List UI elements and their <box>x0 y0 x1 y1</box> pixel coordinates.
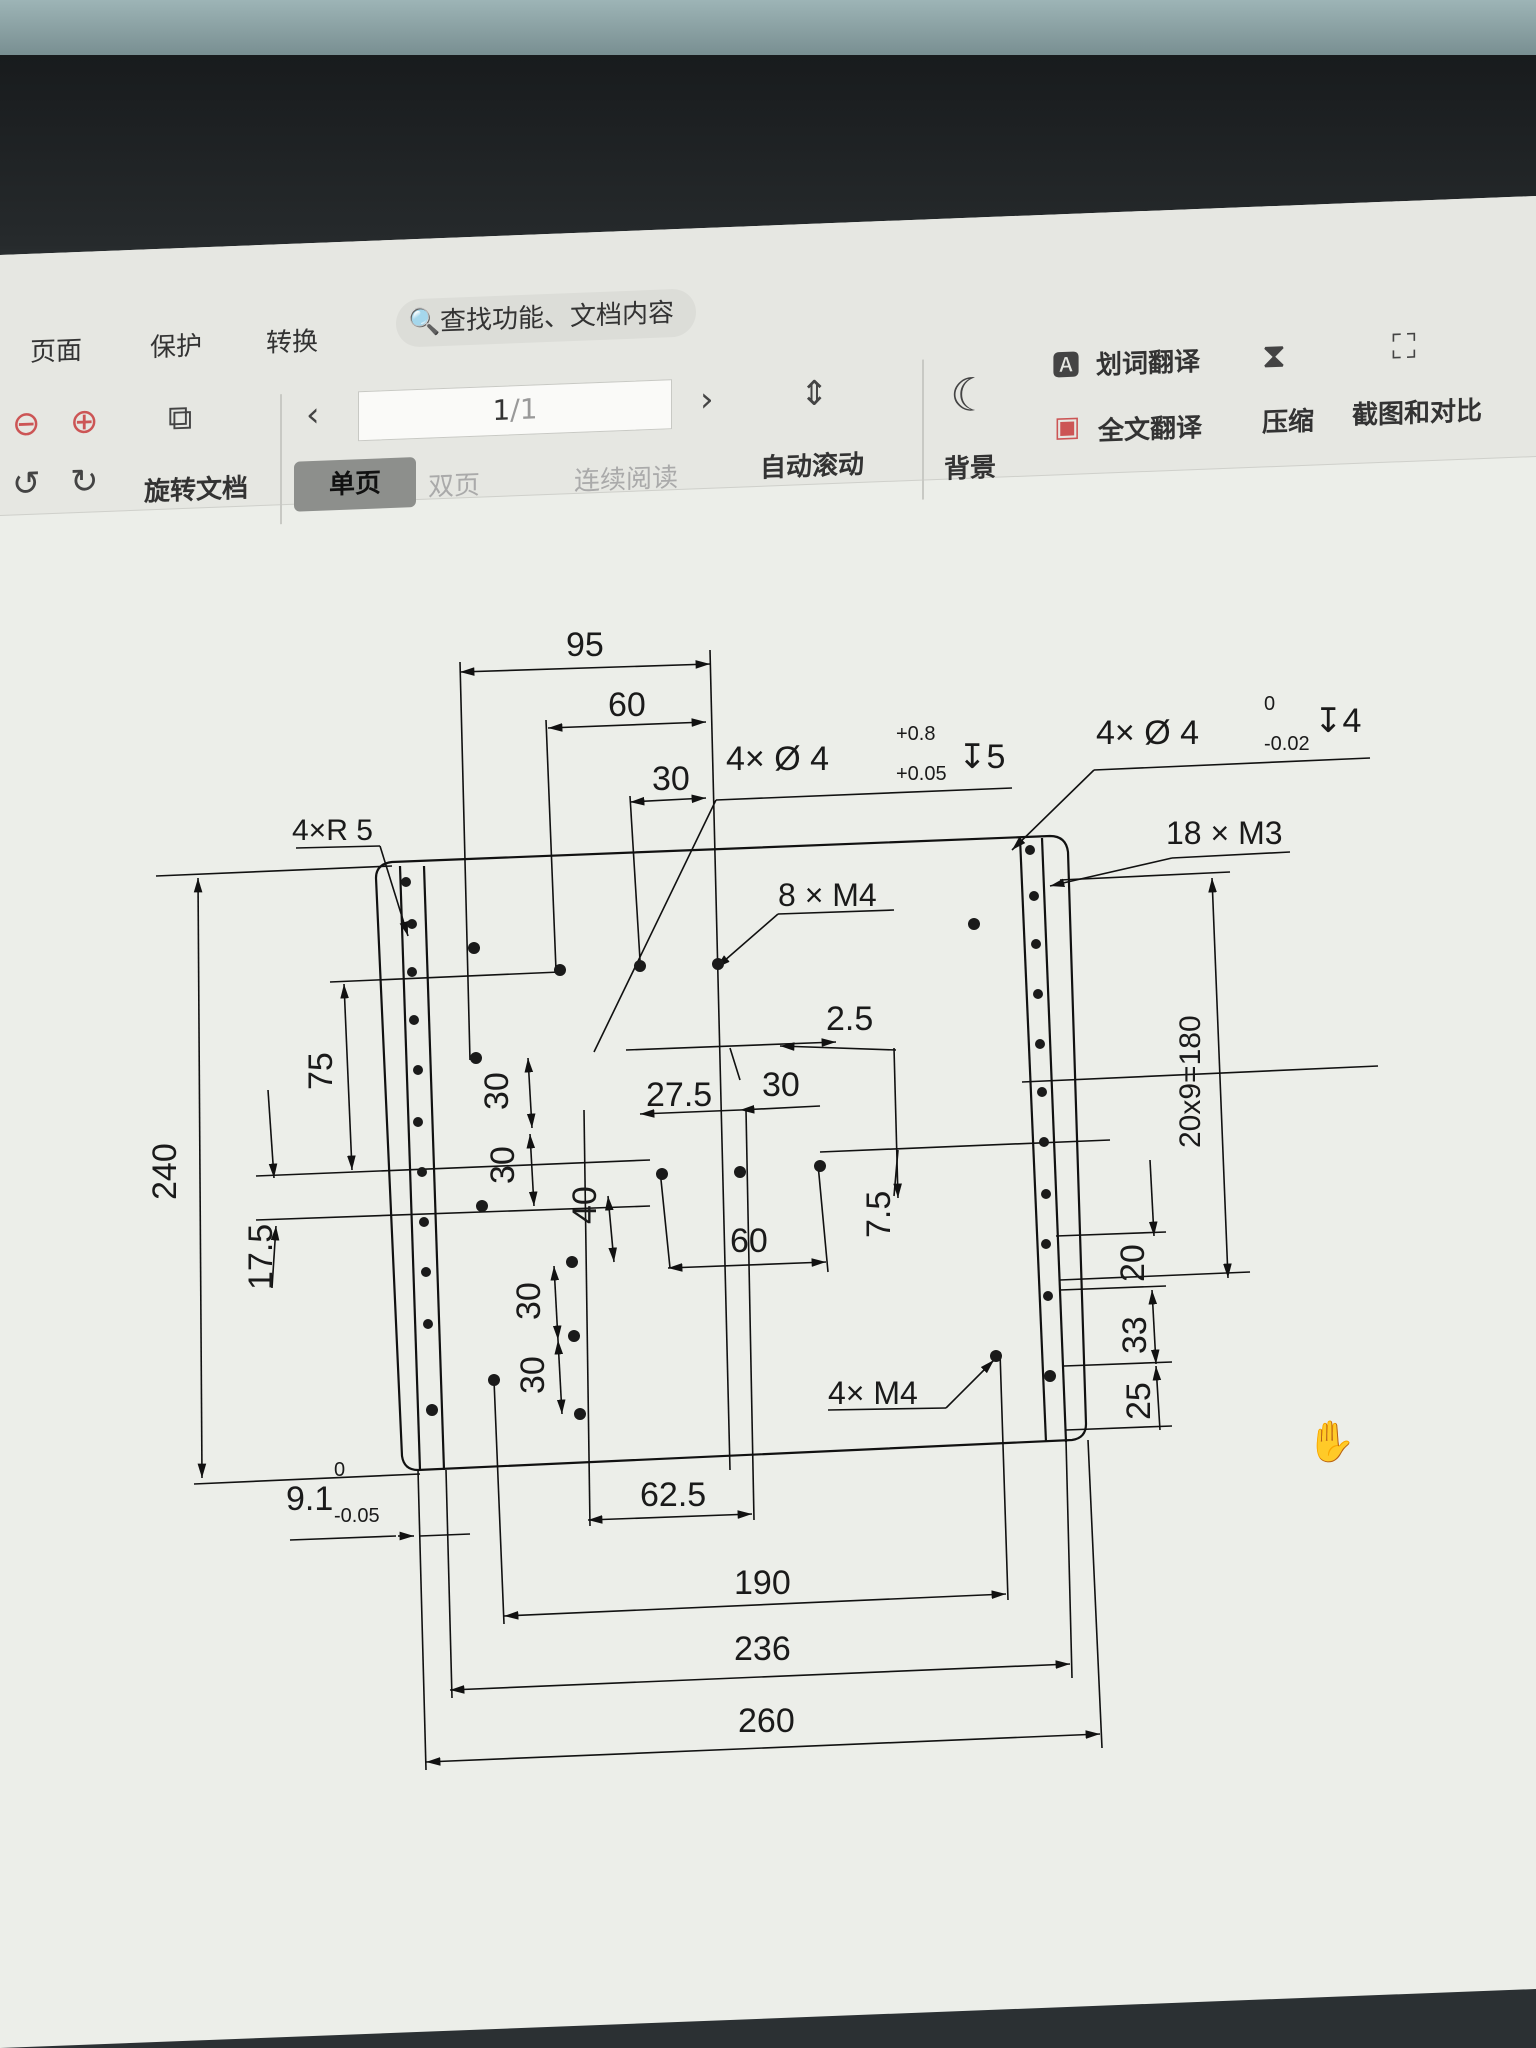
callout-hole4-right-depth: ↧4 <box>1314 702 1361 740</box>
dim-17-5: 17.5 <box>242 1224 280 1290</box>
dim-95: 95 <box>566 626 604 664</box>
dim-60-top: 60 <box>608 686 646 724</box>
callout-hole4-left-tol-bot: +0.05 <box>896 763 947 785</box>
dim-60-mid: 60 <box>730 1222 768 1260</box>
left-flange-line <box>398 865 422 1471</box>
callout-hole4-right-tol-top: 0 <box>1264 693 1275 715</box>
dim-30-b: 30 <box>484 1146 522 1184</box>
dim-190: 190 <box>734 1564 791 1602</box>
dim-9-1-tol-top: 0 <box>334 1459 345 1481</box>
dimension-labels: 95 60 30 240 75 17.5 30 30 40 30 30 27.5… <box>146 626 1361 1740</box>
dim-2-5: 2.5 <box>826 1000 873 1038</box>
dim-30-c: 30 <box>510 1282 548 1320</box>
dim-7-5: 7.5 <box>860 1191 898 1238</box>
hole-markers <box>401 845 1056 1420</box>
dim-40: 40 <box>566 1186 604 1224</box>
dim-236: 236 <box>734 1630 791 1668</box>
dim-9-1-tol-bot: -0.05 <box>334 1505 380 1527</box>
right-flange-line <box>1040 837 1068 1443</box>
callout-m3: 18 × M3 <box>1166 815 1283 851</box>
dim-75: 75 <box>302 1052 340 1090</box>
dim-62-5: 62.5 <box>640 1476 706 1514</box>
dim-30-top: 30 <box>652 760 690 798</box>
callout-r5: 4×R 5 <box>292 814 373 847</box>
dim-27-5: 27.5 <box>646 1076 712 1114</box>
plate-outline <box>374 834 1088 1472</box>
dim-25: 25 <box>1120 1382 1158 1420</box>
dim-9-1: 9.1 <box>286 1480 333 1518</box>
dim-20: 20 <box>1114 1244 1152 1282</box>
callout-hole4-right-tol-bot: -0.02 <box>1264 733 1310 755</box>
callout-hole4-left: 4× Ø 4 <box>726 740 829 778</box>
callout-m4-4: 4× M4 <box>828 1375 918 1411</box>
dim-240: 240 <box>146 1143 184 1200</box>
dim-30-a: 30 <box>478 1072 516 1110</box>
dim-30-mid: 30 <box>762 1066 800 1104</box>
hand-cursor-icon: ✋ <box>1306 1419 1356 1465</box>
callout-hole4-right: 4× Ø 4 <box>1096 714 1199 752</box>
callout-hole4-left-tol-top: +0.8 <box>896 723 935 745</box>
dim-20x9: 20x9=180 <box>1174 1015 1207 1148</box>
dim-33: 33 <box>1116 1316 1154 1354</box>
callout-m4-8: 8 × M4 <box>778 877 877 913</box>
right-flange-line <box>1018 837 1048 1443</box>
dim-260: 260 <box>738 1702 795 1740</box>
callout-hole4-left-depth: ↧5 <box>958 738 1005 776</box>
dim-30-d: 30 <box>514 1356 552 1394</box>
